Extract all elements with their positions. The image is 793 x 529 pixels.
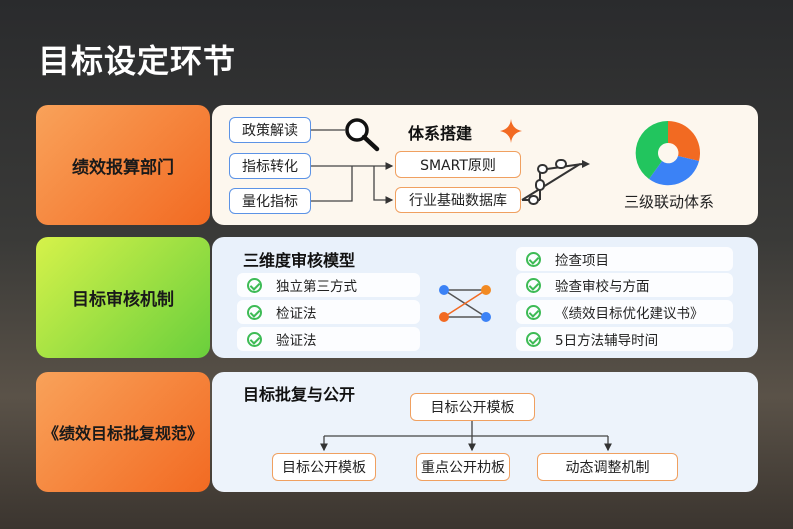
system-heading: 体系搭建 xyxy=(408,124,473,143)
section-label-review: 目标审核机制 xyxy=(36,237,210,358)
list-item: 捡查项目 xyxy=(516,247,733,271)
input-quantify: 量化指标 xyxy=(229,188,311,214)
check-icon xyxy=(247,304,262,320)
sparkle-icon xyxy=(500,119,522,143)
check-icon xyxy=(526,251,541,267)
list-item: 验证法 xyxy=(237,327,420,351)
child-box: 动态调整机制 xyxy=(537,453,678,481)
item-label: 检证法 xyxy=(276,306,317,322)
item-label: 5日方法辅导时间 xyxy=(555,333,659,349)
three-level-system-label: 三级联动体系 xyxy=(624,193,715,211)
list-item: 验查审校与方面 xyxy=(516,273,733,297)
check-icon xyxy=(526,277,541,293)
section-label-approval: 《绩效目标批复规范》 xyxy=(36,372,210,492)
list-item: 检证法 xyxy=(237,300,420,324)
item-label: 捡查项目 xyxy=(555,253,609,269)
item-label: 独立第三方式 xyxy=(276,279,357,295)
item-label: 验证法 xyxy=(276,333,317,349)
list-item: 《绩效目标优化建议书》 xyxy=(516,300,733,324)
item-label: 《绩效目标优化建议书》 xyxy=(555,306,704,322)
list-item: 独立第三方式 xyxy=(237,273,420,297)
input-policy: 政策解读 xyxy=(229,117,311,143)
list-item: 5日方法辅导时间 xyxy=(516,327,733,351)
page-title: 目标设定环节 xyxy=(38,42,237,80)
cross-link-icon xyxy=(439,285,491,322)
item-label: 验查审校与方面 xyxy=(555,279,650,295)
industry-database-box: 行业基础数据库 xyxy=(395,187,521,213)
check-icon xyxy=(247,277,262,293)
root-template-box: 目标公开模板 xyxy=(410,393,535,421)
approval-heading: 目标批复与公开 xyxy=(243,385,356,404)
check-icon xyxy=(526,331,541,347)
donut-chart-icon xyxy=(635,120,701,186)
section-label-department: 绩效报算部门 xyxy=(36,105,210,225)
child-box: 目标公开模板 xyxy=(272,453,376,481)
magnifier-icon xyxy=(345,118,380,152)
smart-principle-box: SMART原则 xyxy=(395,151,521,178)
review-model-heading: 三维度审核模型 xyxy=(243,251,356,270)
child-box: 重点公开朸板 xyxy=(416,453,510,481)
input-indicator: 指标转化 xyxy=(229,153,311,179)
check-icon xyxy=(526,304,541,320)
chain-link-icon xyxy=(521,159,590,205)
check-icon xyxy=(247,331,262,347)
